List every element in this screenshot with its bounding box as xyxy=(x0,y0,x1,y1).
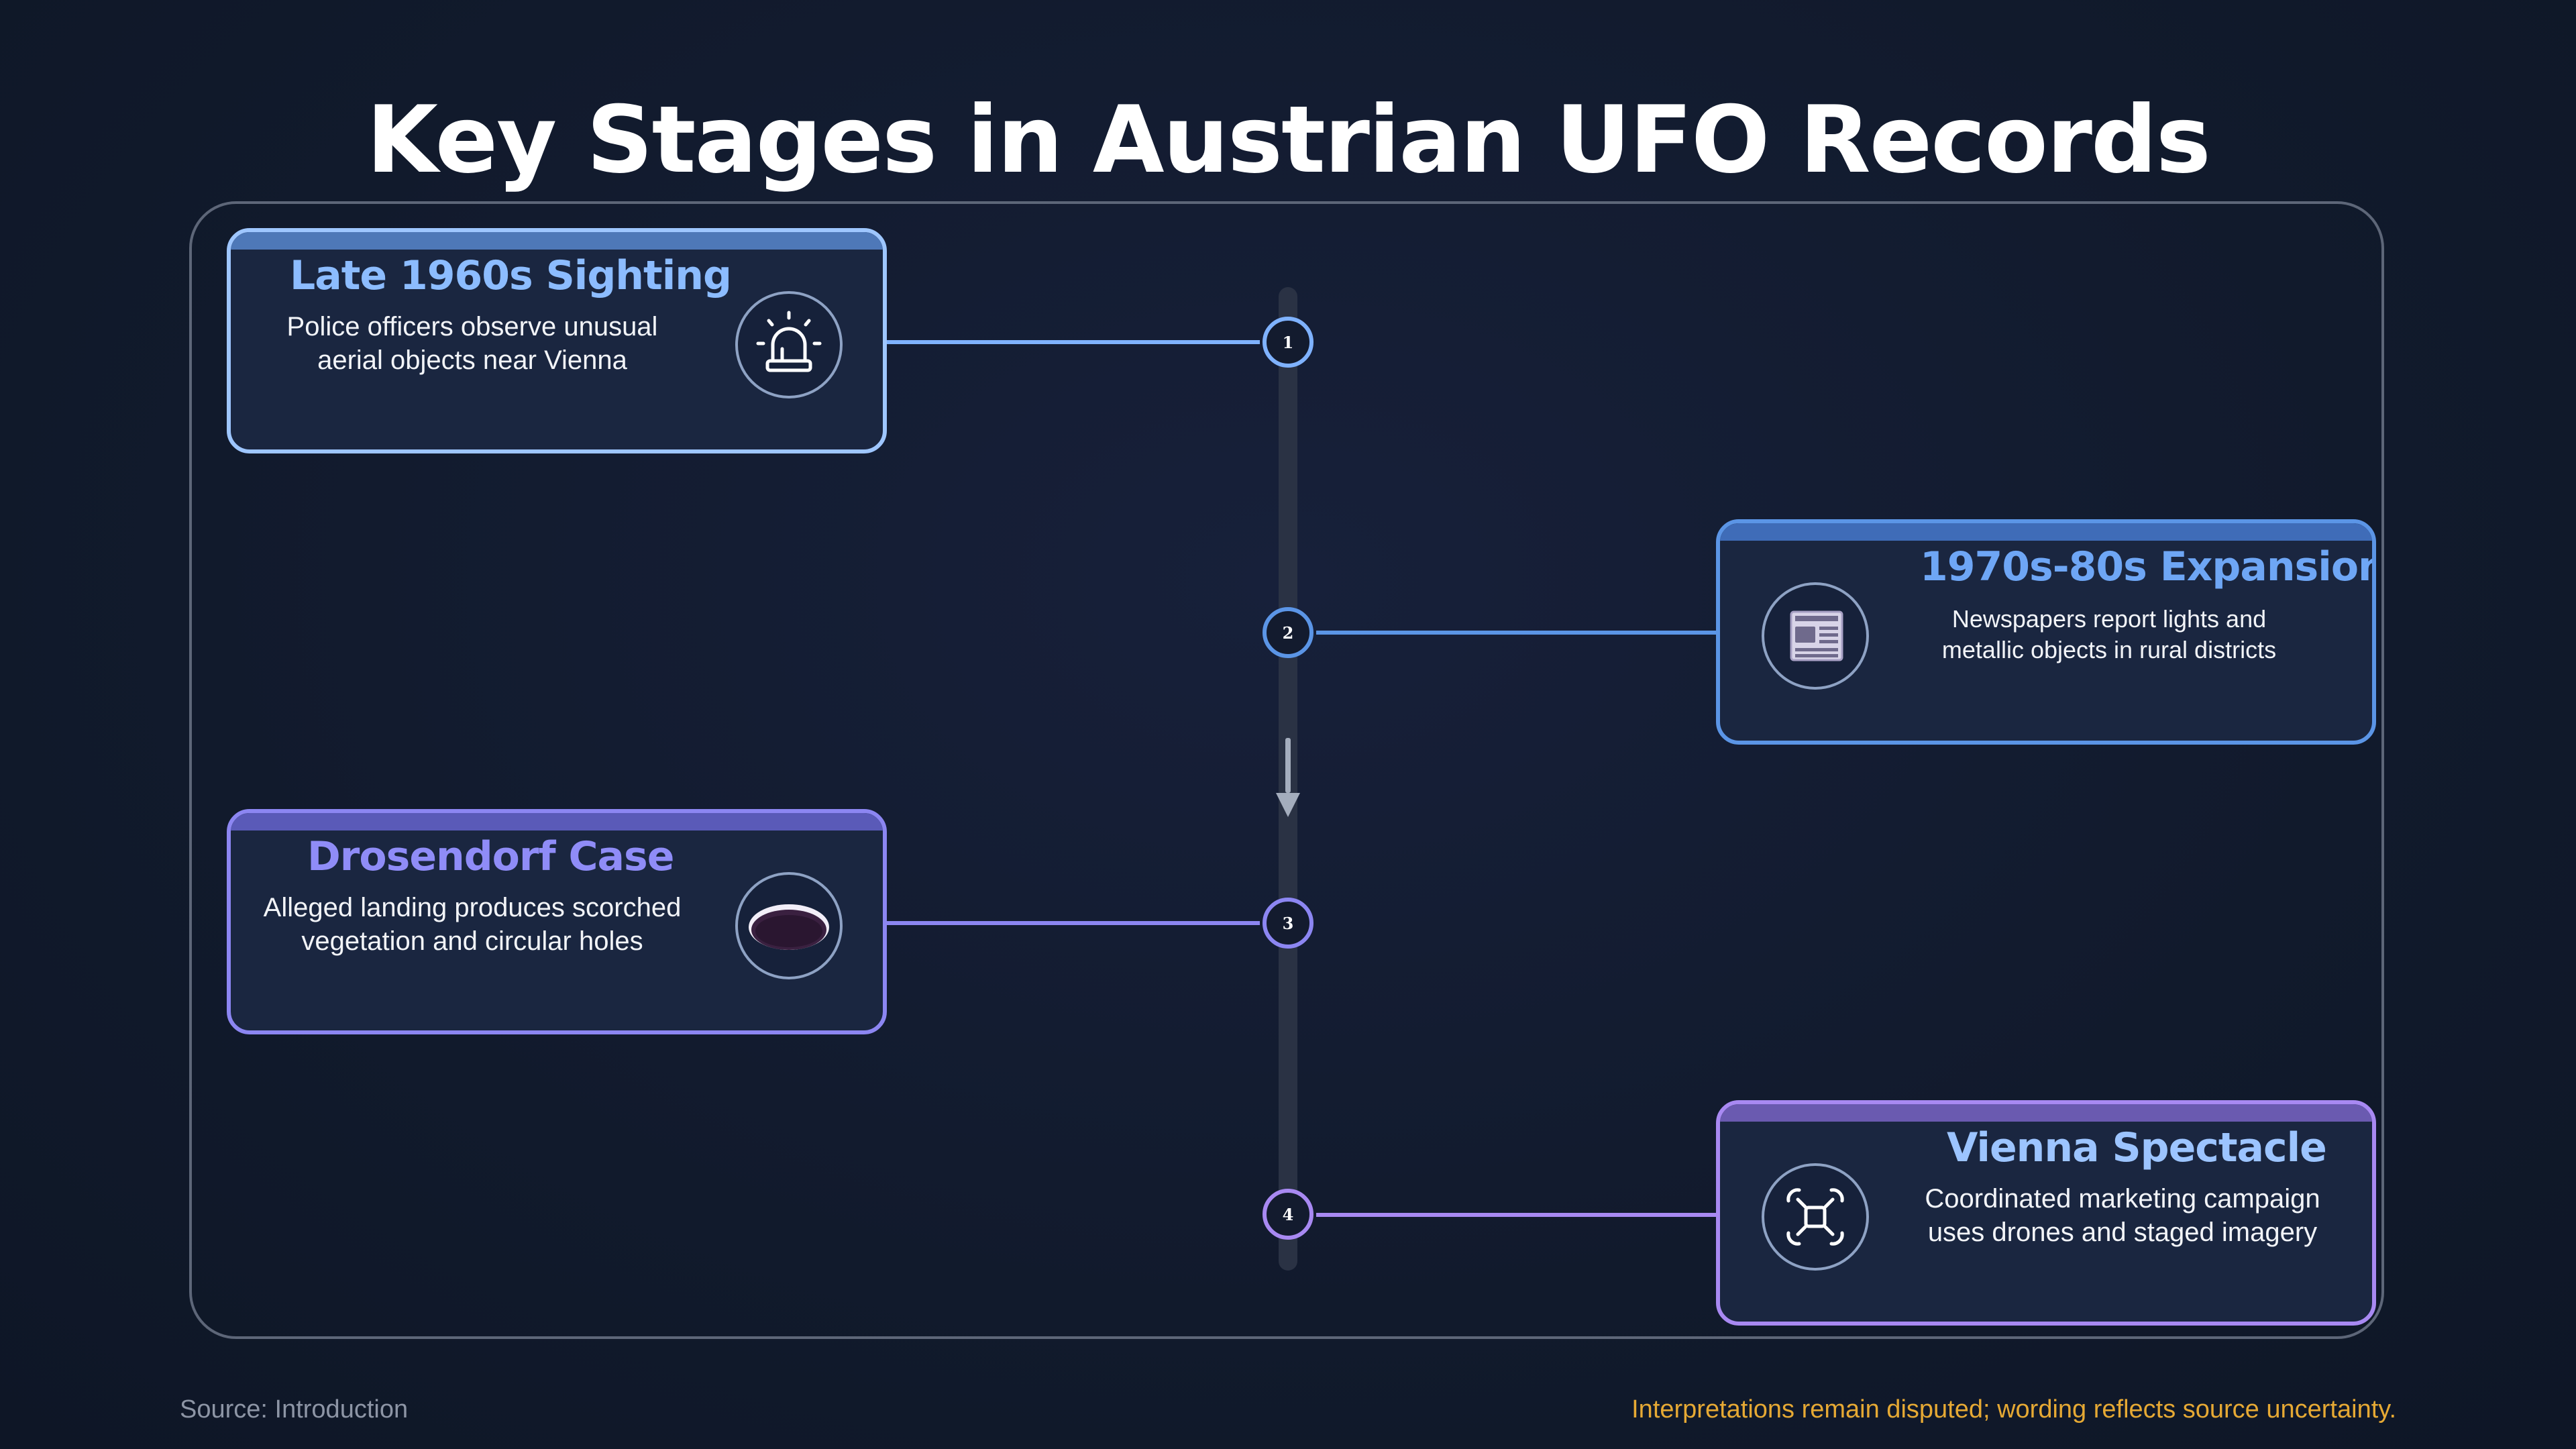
stage-card-4: Vienna Spectacle Coordinated marketing c… xyxy=(1716,1100,2376,1326)
card-header-bar xyxy=(231,813,883,830)
disclaimer-note: Interpretations remain disputed; wording… xyxy=(1631,1395,2396,1424)
timeline-node-1: 1 xyxy=(1263,317,1313,368)
stage-description-line1: Newspapers report lights and xyxy=(1951,605,2267,633)
stage-card-3: Drosendorf Case Alleged landing produces… xyxy=(227,809,887,1034)
stage-title: Vienna Spectacle xyxy=(1947,1124,2327,1171)
stage-description-line1: Coordinated marketing campaign xyxy=(1925,1184,2320,1214)
down-arrow-head xyxy=(1276,793,1300,817)
timeline-node-4: 4 xyxy=(1263,1189,1313,1240)
scorched-circle-icon xyxy=(735,872,843,979)
card-header-bar xyxy=(1720,523,2372,541)
stage-description-line2: vegetation and circular holes xyxy=(301,926,643,956)
stage-description-line2: uses drones and staged imagery xyxy=(1927,1218,2318,1247)
card-header-bar xyxy=(1720,1104,2372,1122)
connector-4 xyxy=(1316,1213,1717,1217)
timeline-node-3: 3 xyxy=(1263,898,1313,949)
stage-description-line2: aerial objects near Vienna xyxy=(317,345,627,375)
stage-card-2: 1970s-80s Expansion Newspapers report li… xyxy=(1716,519,2376,745)
stage-title: Late 1960s Sighting xyxy=(290,252,732,299)
stage-title: Drosendorf Case xyxy=(307,833,674,880)
stage-description-line1: Police officers observe unusual xyxy=(286,312,658,341)
stage-description-line2: metallic objects in rural districts xyxy=(1941,636,2277,663)
stage-card-1: Late 1960s Sighting Police officers obse… xyxy=(227,228,887,453)
down-arrow-icon xyxy=(1285,738,1291,793)
connector-2 xyxy=(1316,631,1717,635)
connector-1 xyxy=(884,340,1260,344)
page-title: Key Stages in Austrian UFO Records xyxy=(366,86,2211,194)
timeline-frame xyxy=(189,201,2384,1339)
connector-3 xyxy=(884,921,1260,925)
stage-description-line1: Alleged landing produces scorched xyxy=(263,893,682,922)
timeline-node-2: 2 xyxy=(1263,607,1313,658)
police-siren-icon xyxy=(735,291,843,398)
drone-icon xyxy=(1762,1163,1869,1271)
newspaper-icon xyxy=(1762,582,1869,690)
card-header-bar xyxy=(231,232,883,250)
source-note: Source: Introduction xyxy=(180,1395,409,1424)
stage-title: 1970s-80s Expansion xyxy=(1920,543,2376,590)
